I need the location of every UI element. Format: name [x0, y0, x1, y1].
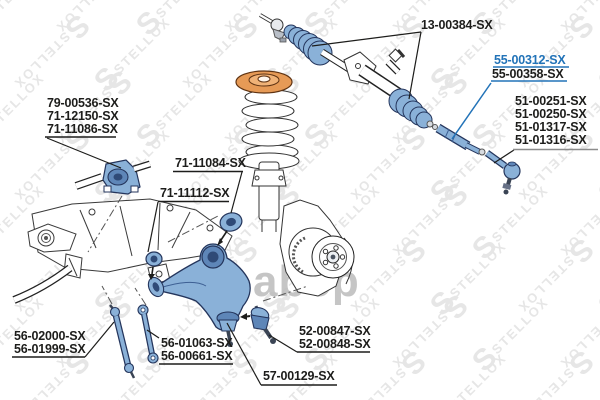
label-axial-rod-highlight[interactable]: 55-00312-SX [494, 53, 566, 67]
highlight-underlines [491, 66, 569, 82]
label-stab-bushing-1: 79-00536-SX [47, 96, 119, 110]
label-tie-rod-end-1: 51-00251-SX [515, 94, 587, 108]
knuckle-hub-drawing [279, 199, 355, 297]
label-arm-ball-joint: 57-00129-SX [263, 369, 335, 383]
label-stab-bushing-2: 71-12150-SX [47, 109, 119, 123]
ball-joint-drawing [240, 305, 276, 344]
label-stab-link-long-1: 56-02000-SX [14, 329, 86, 343]
label-stab-bushing-3: 71-11086-SX [47, 122, 118, 136]
label-ball-joint-2: 52-00848-SX [299, 337, 371, 351]
tie-rod-end-drawing [484, 150, 521, 195]
axial-rod-drawing [435, 123, 486, 156]
label-stab-link-short-1: 56-01063-SX [161, 336, 233, 350]
label-tie-rod-end-4: 51-01316-SX [515, 133, 587, 147]
stab-link-long-drawing [109, 304, 136, 379]
label-underlines [12, 136, 370, 386]
label-ball-joint-1: 52-00847-SX [299, 324, 371, 338]
stab-link-short-drawing [137, 304, 159, 364]
stab-bushing-clamp-drawing [74, 159, 152, 195]
label-tie-rod-end-2: 51-00250-SX [515, 107, 587, 121]
label-tie-rod-end-3: 51-01317-SX [515, 120, 587, 134]
assembly-guide-lines [87, 195, 309, 306]
label-arm-rear-bushing: 71-11084-SX [175, 156, 246, 170]
label-stab-link-short-2: 56-00661-SX [161, 349, 233, 363]
leader-lines [46, 31, 515, 386]
stabilizer-bar-drawing [12, 264, 73, 304]
highlight-leader-line [451, 82, 492, 140]
label-arm-front-bushing: 71-11112-SX [160, 186, 230, 200]
arm-rear-bushing-drawing [217, 212, 243, 246]
steering-rack-drawing [258, 13, 521, 195]
control-arm-drawing [147, 243, 251, 347]
label-rack-boots: 13-00384-SX [421, 18, 493, 32]
label-stab-link-long-2: 56-01999-SX [14, 342, 86, 356]
strut-assembly-drawing [235, 70, 300, 232]
arm-front-bushing-drawing [145, 251, 163, 280]
label-axial-rod-alt: 55-00358-SX [492, 67, 564, 81]
